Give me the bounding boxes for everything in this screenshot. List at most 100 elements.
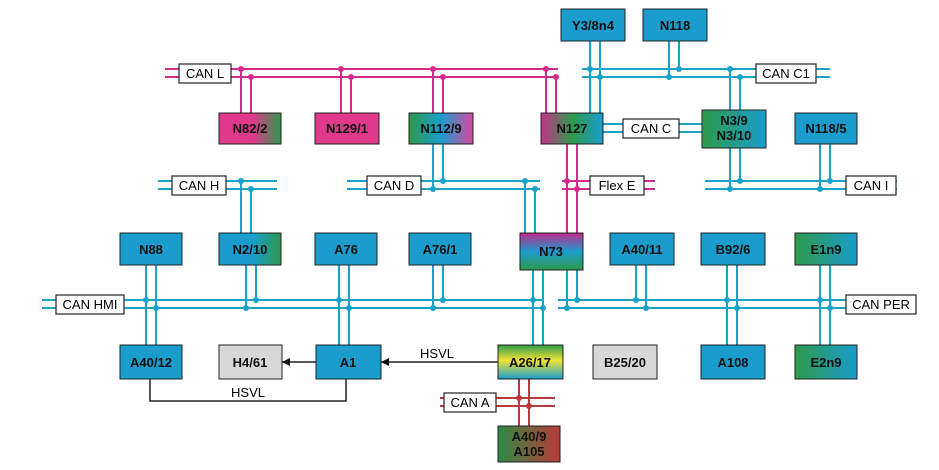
junction-dot xyxy=(564,178,570,184)
svg-text:A40/12: A40/12 xyxy=(130,355,172,370)
junction-dot xyxy=(727,186,733,192)
svg-text:N82/2: N82/2 xyxy=(233,121,268,136)
svg-text:N129/1: N129/1 xyxy=(326,121,368,136)
svg-text:E2n9: E2n9 xyxy=(810,355,841,370)
junction-dot xyxy=(633,297,639,303)
junction-dot xyxy=(574,186,580,192)
junction-dot xyxy=(530,297,536,303)
svg-text:A76/1: A76/1 xyxy=(423,242,458,257)
bus-label-can-hmi: CAN HMI xyxy=(55,294,125,315)
junction-dot xyxy=(238,178,244,184)
svg-text:A40/11: A40/11 xyxy=(621,242,662,257)
ecu-n127[interactable]: N127 xyxy=(540,112,604,145)
junction-dot xyxy=(817,297,823,303)
ecu-y3-8n4[interactable]: Y3/8n4 xyxy=(560,8,626,42)
junction-dots xyxy=(143,66,833,409)
svg-text:CAN H: CAN H xyxy=(179,178,219,193)
junction-dot xyxy=(553,74,559,80)
ecu-a1[interactable]: A1 xyxy=(315,344,382,380)
junction-dot xyxy=(143,297,149,303)
ecu-a76[interactable]: A76 xyxy=(314,232,378,266)
junction-dot xyxy=(248,74,254,80)
svg-text:CAN C1: CAN C1 xyxy=(762,66,810,81)
junction-dot xyxy=(737,178,743,184)
svg-text:N118/5: N118/5 xyxy=(805,121,846,136)
bus-label-can-c1: CAN C1 xyxy=(755,63,817,84)
junction-dot xyxy=(676,66,682,72)
ecu-n88[interactable]: N88 xyxy=(119,232,183,266)
svg-text:B25/20: B25/20 xyxy=(604,355,646,370)
svg-text:E1n9: E1n9 xyxy=(810,242,841,257)
bus-label-can-h: CAN H xyxy=(171,175,227,196)
junction-dot xyxy=(430,186,436,192)
svg-text:N73: N73 xyxy=(539,244,563,259)
junction-dot xyxy=(727,66,733,72)
svg-text:CAN D: CAN D xyxy=(374,178,414,193)
junction-dot xyxy=(430,66,436,72)
ecu-h4-61[interactable]: H4/61 xyxy=(218,344,283,380)
junction-dot xyxy=(827,178,833,184)
junction-dot xyxy=(346,305,352,311)
ecu-a40-11[interactable]: A40/11 xyxy=(609,232,675,266)
ecu-e1n9[interactable]: E1n9 xyxy=(794,232,858,266)
junction-dot xyxy=(338,66,344,72)
ecu-b25-20[interactable]: B25/20 xyxy=(592,344,658,380)
ecu-n118[interactable]: N118 xyxy=(642,8,708,42)
junction-dot xyxy=(543,66,549,72)
svg-text:Flex E: Flex E xyxy=(599,178,636,193)
bus-label-can-per: CAN PER xyxy=(845,294,917,315)
ecu-n2-10[interactable]: N2/10 xyxy=(218,232,282,266)
junction-dot xyxy=(540,305,546,311)
junction-dot xyxy=(827,305,833,311)
junction-dot xyxy=(238,66,244,72)
ecu-b92-6[interactable]: B92/6 xyxy=(700,232,766,266)
svg-text:N88: N88 xyxy=(139,242,163,257)
ecu-a40-12[interactable]: A40/12 xyxy=(119,344,183,380)
junction-dot xyxy=(574,297,580,303)
ecu-n73[interactable]: N73 xyxy=(519,232,584,271)
svg-text:A1: A1 xyxy=(340,355,357,370)
junction-dot xyxy=(643,305,649,311)
junction-dot xyxy=(734,305,740,311)
bus-label-can-d: CAN D xyxy=(366,175,422,196)
svg-text:N3/10: N3/10 xyxy=(717,128,752,143)
svg-text:N2/10: N2/10 xyxy=(233,242,268,257)
junction-dot xyxy=(666,74,672,80)
svg-text:A105: A105 xyxy=(513,444,544,459)
junction-dot xyxy=(348,74,354,80)
ecu-a108[interactable]: A108 xyxy=(700,344,766,380)
bus-label-can-i: CAN I xyxy=(845,175,897,196)
junction-dot xyxy=(440,297,446,303)
ecu-e2n9[interactable]: E2n9 xyxy=(794,344,858,380)
bus-label-can-l: CAN L xyxy=(178,63,232,84)
junction-dot xyxy=(564,305,570,311)
ecu-a76-1[interactable]: A76/1 xyxy=(408,232,472,266)
bus-label-can-c: CAN C xyxy=(622,118,680,139)
bus-label-flex-e: Flex E xyxy=(589,175,645,196)
junction-dot xyxy=(336,297,342,303)
ecu-a40-9-a105[interactable]: A40/9 A105 xyxy=(497,425,561,463)
svg-text:N118: N118 xyxy=(660,18,690,33)
ecu-n3-9-n3-10[interactable]: N3/9 N3/10 xyxy=(701,109,767,149)
ecu-n129-1[interactable]: N129/1 xyxy=(314,112,380,145)
svg-text:CAN I: CAN I xyxy=(854,178,889,193)
junction-dot xyxy=(526,403,532,409)
hsvl-label-bottom: HSVL xyxy=(231,385,265,400)
ecu-n118-5[interactable]: N118/5 xyxy=(794,112,858,145)
junction-dot xyxy=(243,305,249,311)
junction-dot xyxy=(737,74,743,80)
hsvl-label-top: HSVL xyxy=(420,346,454,361)
svg-text:N112/9: N112/9 xyxy=(420,121,461,136)
svg-text:B92/6: B92/6 xyxy=(716,242,751,257)
junction-dot xyxy=(522,178,528,184)
ecu-n82-2[interactable]: N82/2 xyxy=(218,112,282,145)
svg-text:CAN A: CAN A xyxy=(450,395,489,410)
junction-dot xyxy=(153,305,159,311)
junction-dot xyxy=(516,395,522,401)
ecu-n112-9[interactable]: N112/9 xyxy=(408,112,474,145)
bus-label-can-a: CAN A xyxy=(443,392,497,413)
svg-text:N3/9: N3/9 xyxy=(720,113,747,128)
ecu-a26-17[interactable]: A26/17 xyxy=(497,344,564,380)
svg-text:N127: N127 xyxy=(556,121,587,136)
